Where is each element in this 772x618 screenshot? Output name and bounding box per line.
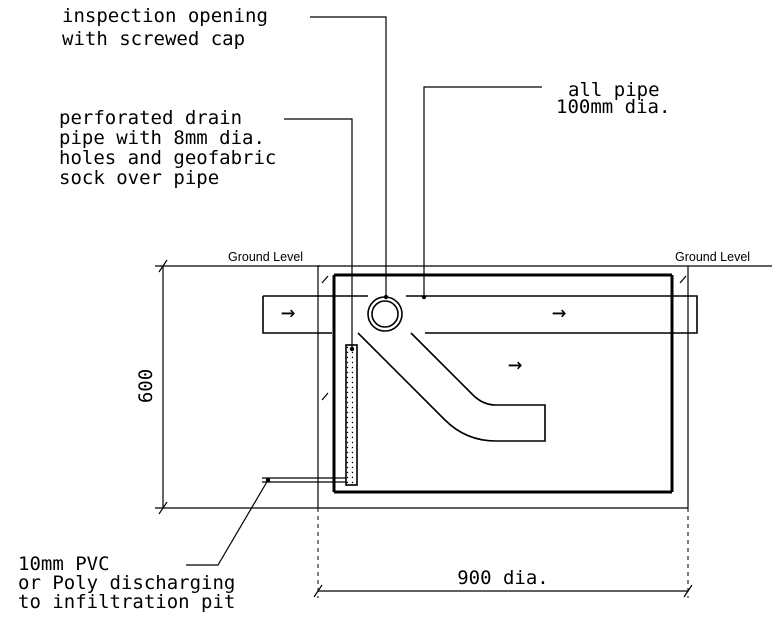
- height-dimension-label: 600: [135, 369, 157, 403]
- label-inspection: inspection opening with screwed cap: [62, 5, 279, 50]
- ground-level-label-right: Ground Level: [675, 250, 750, 264]
- width-dimension: [313, 508, 693, 598]
- flow-arrow-outlet: →: [552, 298, 566, 326]
- label-all-pipe: all pipe 100mm dia.: [556, 79, 671, 118]
- leader-inspection: [310, 16, 389, 300]
- width-dimension-label: 900 dia.: [457, 567, 549, 589]
- pit-structure: [317, 265, 689, 509]
- height-dimension: [155, 259, 318, 515]
- through-pipe: [262, 295, 698, 334]
- leader-all-pipe: [421, 86, 542, 300]
- flow-arrow-inlet: →: [281, 298, 295, 326]
- ground-level-label-left: Ground Level: [228, 250, 303, 264]
- perforated-drain-pipe: [345, 344, 358, 486]
- leader-perforated: [284, 118, 355, 352]
- label-perforated: perforated drain pipe with 8mm dia. hole…: [59, 107, 288, 189]
- label-discharge: 10mm PVC or Poly discharging to infiltra…: [18, 553, 247, 613]
- discharge-pipe: [262, 477, 346, 483]
- elbow-branch-pipe: [357, 332, 546, 442]
- leader-discharge: [186, 477, 271, 566]
- flow-arrow-branch: →: [508, 350, 522, 378]
- inspection-opening-cap: [367, 296, 403, 332]
